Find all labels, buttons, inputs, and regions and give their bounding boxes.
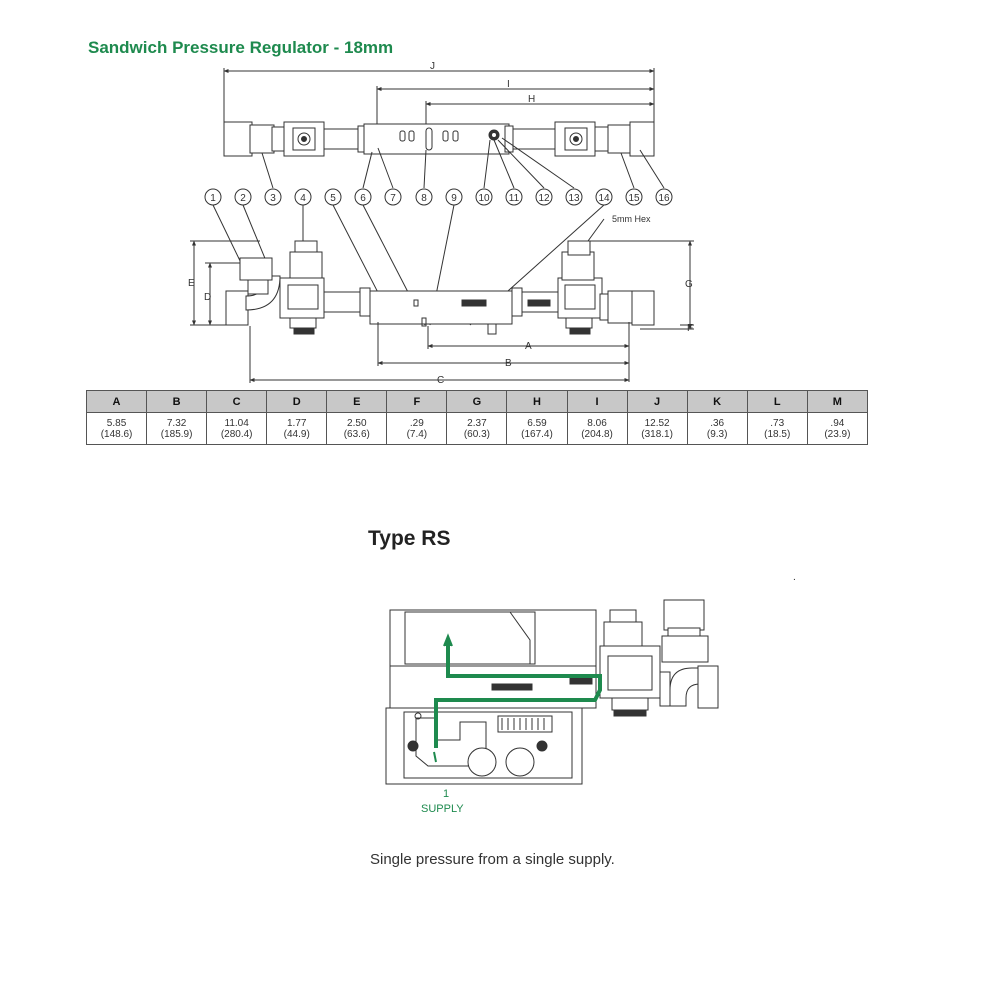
callout-9: 9 bbox=[451, 193, 457, 204]
callout-14: 14 bbox=[598, 193, 610, 204]
dim-header-g: G bbox=[446, 390, 508, 413]
callout-16: 16 bbox=[658, 193, 670, 204]
dim-mm: (44.9) bbox=[283, 428, 310, 440]
dim-header-k: K bbox=[686, 390, 748, 413]
supply-flow-path bbox=[433, 633, 602, 763]
dim-header-m: M bbox=[806, 390, 869, 413]
dim-inches: 2.37 bbox=[467, 417, 487, 429]
stray-dot: . bbox=[793, 572, 796, 583]
dim-header-b: B bbox=[146, 390, 208, 413]
callout-8: 8 bbox=[421, 193, 427, 204]
supply-port-number: 1 bbox=[443, 788, 450, 800]
dim-label-g: G bbox=[685, 279, 693, 290]
top-view bbox=[223, 68, 665, 189]
callout-7: 7 bbox=[390, 193, 396, 204]
dim-mm: (60.3) bbox=[463, 428, 490, 440]
dim-value-i: 8.06(204.8) bbox=[566, 412, 628, 445]
dim-inches: .94 bbox=[830, 417, 845, 429]
dim-mm: (7.4) bbox=[406, 428, 428, 440]
dim-header-a: A bbox=[85, 390, 148, 413]
side-dim-labels: E D G F A B C 5mm Hex bbox=[188, 214, 693, 386]
dim-mm: (280.4) bbox=[220, 428, 253, 440]
page-title: Sandwich Pressure Regulator - 18mm bbox=[88, 38, 394, 57]
callout-2: 2 bbox=[240, 193, 246, 204]
dim-inches: .73 bbox=[770, 417, 785, 429]
dim-value-c: 11.04(280.4) bbox=[206, 412, 268, 445]
dim-value-j: 12.52(318.1) bbox=[626, 412, 688, 445]
dim-mm: (204.8) bbox=[581, 428, 613, 440]
dim-mm: (9.3) bbox=[706, 428, 728, 440]
dim-label-f: F bbox=[687, 323, 693, 334]
dim-inches: 8.06 bbox=[587, 417, 607, 429]
dim-header-c: C bbox=[206, 390, 268, 413]
supply-port-label: SUPPLY bbox=[421, 803, 464, 815]
dim-mm: (23.9) bbox=[824, 428, 851, 440]
callout-4: 4 bbox=[300, 193, 306, 204]
dim-label-d: D bbox=[204, 292, 211, 303]
dim-header-e: E bbox=[326, 390, 388, 413]
dim-header-j: J bbox=[626, 390, 688, 413]
dim-label-a: A bbox=[525, 341, 532, 352]
dim-value-h: 6.59(167.4) bbox=[506, 412, 568, 445]
callout-6: 6 bbox=[360, 193, 366, 204]
hex-note: 5mm Hex bbox=[612, 214, 651, 224]
dim-mm: (148.6) bbox=[100, 428, 133, 440]
type-rs-heading: Type RS bbox=[368, 527, 451, 550]
dim-mm: (318.1) bbox=[641, 428, 673, 440]
callout-12: 12 bbox=[538, 193, 550, 204]
dim-value-m: .94(23.9) bbox=[806, 412, 869, 445]
top-dim-labels: J I H bbox=[430, 61, 535, 105]
dim-value-a: 5.85(148.6) bbox=[85, 412, 148, 445]
side-view bbox=[190, 204, 694, 383]
callout-10: 10 bbox=[478, 193, 490, 204]
dim-label-j: J bbox=[430, 61, 435, 72]
dim-header-f: F bbox=[386, 390, 448, 413]
dim-header-l: L bbox=[746, 390, 808, 413]
dim-label-h: H bbox=[528, 94, 535, 105]
dim-header-h: H bbox=[506, 390, 568, 413]
dim-value-f: .29(7.4) bbox=[386, 412, 448, 445]
dim-header-d: D bbox=[266, 390, 328, 413]
dim-inches: .29 bbox=[409, 417, 424, 429]
dim-inches: 2.50 bbox=[347, 417, 367, 429]
dim-mm: (63.6) bbox=[343, 428, 370, 440]
dim-value-l: .73(18.5) bbox=[746, 412, 808, 445]
dim-mm: (185.9) bbox=[160, 428, 193, 440]
dim-label-b: B bbox=[505, 358, 512, 369]
dim-inches: 5.85 bbox=[106, 417, 127, 429]
callout-3: 3 bbox=[270, 193, 276, 204]
dim-label-e: E bbox=[188, 278, 195, 289]
dim-value-g: 2.37(60.3) bbox=[446, 412, 508, 445]
callout-5: 5 bbox=[330, 193, 336, 204]
dim-mm: (167.4) bbox=[521, 428, 553, 440]
callout-11: 11 bbox=[509, 193, 520, 204]
dim-inches: .36 bbox=[710, 417, 725, 429]
dimension-value-row: 5.85(148.6)7.32(185.9)11.04(280.4)1.77(4… bbox=[85, 412, 869, 445]
dim-header-i: I bbox=[566, 390, 628, 413]
dim-inches: 12.52 bbox=[644, 417, 670, 429]
dim-label-i: I bbox=[507, 79, 510, 90]
callout-13: 13 bbox=[568, 193, 580, 204]
dim-value-e: 2.50(63.6) bbox=[326, 412, 388, 445]
callouts-top: 3 6 7 8 10 11 12 13 15 16 1 2 4 5 9 14 bbox=[204, 188, 673, 206]
type-rs-caption: Single pressure from a single supply. bbox=[370, 851, 615, 868]
dim-value-k: .36(9.3) bbox=[686, 412, 748, 445]
type-rs-drawing bbox=[385, 599, 719, 785]
dim-inches: 11.04 bbox=[224, 417, 249, 429]
dim-inches: 7.32 bbox=[166, 417, 187, 429]
dim-inches: 6.59 bbox=[527, 417, 547, 429]
dim-label-c: C bbox=[437, 375, 444, 386]
callout-1: 1 bbox=[210, 193, 216, 204]
callout-15: 15 bbox=[628, 193, 640, 204]
dim-mm: (18.5) bbox=[764, 428, 791, 440]
dim-value-d: 1.77(44.9) bbox=[266, 412, 328, 445]
dim-inches: 1.77 bbox=[286, 417, 307, 429]
dim-value-b: 7.32(185.9) bbox=[146, 412, 208, 445]
